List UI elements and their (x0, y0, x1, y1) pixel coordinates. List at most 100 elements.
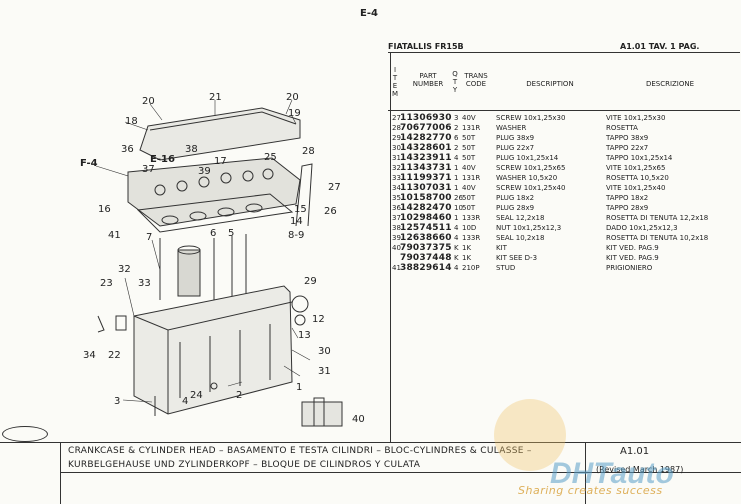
caption-line-1: CRANKCASE & CYLINDER HEAD – BASAMENTO E … (68, 446, 532, 456)
footer-rule (60, 472, 741, 473)
row-part-number: 14323911 (400, 153, 452, 163)
column-header-descrizione: DESCRIZIONE (645, 80, 695, 88)
row-trans-code: 40V (462, 164, 476, 172)
row-descrizione: TAPPO 38x9 (606, 134, 649, 142)
callout: 5 (228, 228, 234, 239)
row-item: 36 (392, 204, 401, 212)
row-trans-code: 1K (462, 244, 472, 252)
row-trans-code: 133R (462, 234, 481, 242)
row-trans-code: 50T (462, 134, 476, 142)
row-qty: 4 (454, 234, 459, 242)
row-qty: 1 (454, 184, 459, 192)
row-item: 32 (392, 164, 401, 172)
row-item: 40 (392, 244, 401, 252)
row-qty: 4 (454, 154, 459, 162)
callout: 13 (298, 330, 311, 341)
row-trans-code: 40V (462, 114, 476, 122)
callout: 25 (264, 152, 277, 163)
callout: 21 (209, 92, 222, 103)
footer-code: A1.01 (620, 446, 650, 457)
row-qty: 1 (454, 174, 459, 182)
row-trans-code: 210P (462, 264, 480, 272)
callout: 27 (328, 182, 341, 193)
callout: 26 (324, 206, 337, 217)
row-trans-code: 1K (462, 254, 472, 262)
row-item: 29 (392, 134, 401, 142)
row-part-number: 12638660 (400, 233, 452, 243)
revision-note: (Revised March 1987) (596, 465, 684, 474)
row-description: KIT SEE D-3 (496, 254, 538, 262)
callout: 16 (98, 204, 111, 215)
callout: 39 (198, 166, 211, 177)
row-qty: 1 (454, 164, 459, 172)
row-item: 31 (392, 154, 401, 162)
row-trans-code: 131R (462, 174, 481, 182)
row-description: PLUG 28x9 (496, 204, 535, 212)
row-descrizione: TAPPO 18x2 (606, 194, 649, 202)
footer-rule (0, 442, 741, 443)
callout: 33 (138, 278, 151, 289)
callout: 2 (236, 390, 242, 401)
row-description: SEAL 10,2x18 (496, 234, 545, 242)
row-descrizione: TAPPO 10x1,25x14 (606, 154, 673, 162)
row-descrizione: ROSETTA (606, 124, 638, 132)
row-qty: K (454, 254, 459, 262)
row-part-number: 10298460 (400, 213, 452, 223)
row-descrizione: TAPPO 22x7 (606, 144, 649, 152)
row-descrizione: ROSETTA 10,5x20 (606, 174, 669, 182)
header-rule (388, 110, 740, 111)
callout: 38 (185, 144, 198, 155)
column-rule (390, 53, 391, 443)
row-description: PLUG 22x7 (496, 144, 535, 152)
page-id: E-4 (360, 8, 378, 19)
row-description: NUT 10x1,25x12,3 (496, 224, 562, 232)
callout: 20 (142, 96, 155, 107)
callout: 34 (83, 350, 96, 361)
row-trans-code: 133R (462, 214, 481, 222)
row-description: SCREW 10x1,25x65 (496, 164, 566, 172)
column-header-qty: QTY (452, 70, 458, 94)
column-header-item: ITEM (392, 66, 399, 98)
row-qty: K (454, 244, 459, 252)
callout: 23 (100, 278, 113, 289)
row-part-number: 79037375 (400, 243, 452, 253)
callout: 29 (304, 276, 317, 287)
row-descrizione: ROSETTA DI TENUTA 12,2x18 (606, 214, 709, 222)
callout: 24 (190, 390, 203, 401)
row-item: 30 (392, 144, 401, 152)
callout: 17 (214, 156, 227, 167)
oval-mark (2, 426, 48, 442)
row-descrizione: VITE 10x1,25x40 (606, 184, 666, 192)
row-descrizione: VITE 10x1,25x30 (606, 114, 666, 122)
callout: 6 (210, 228, 216, 239)
row-trans-code: 50T (462, 194, 476, 202)
callout: F-4 (80, 158, 98, 169)
row-qty: 3 (454, 114, 459, 122)
row-item: 38 (392, 224, 401, 232)
table-reference: A1.01 TAV. 1 PAG. (620, 42, 700, 51)
row-descrizione: PRIGIONIERO (606, 264, 653, 272)
row-trans-code: 40V (462, 184, 476, 192)
row-qty: 4 (454, 224, 459, 232)
row-part-number: 11343731 (400, 163, 452, 173)
callout: 19 (288, 108, 301, 119)
column-header-part: PART NUMBER (412, 72, 444, 88)
callout: 31 (318, 366, 331, 377)
row-trans-code: 50T (462, 154, 476, 162)
watermark-logo: DHTauto (494, 399, 674, 490)
row-qty: 6 (454, 134, 459, 142)
model-name: FIATALLIS FR15B (388, 42, 464, 51)
row-part-number: 10158700 (400, 193, 452, 203)
row-part-number: 11307031 (400, 183, 452, 193)
row-descrizione: KIT VED. PAG.9 (606, 254, 659, 262)
row-trans-code: 50T (462, 204, 476, 212)
